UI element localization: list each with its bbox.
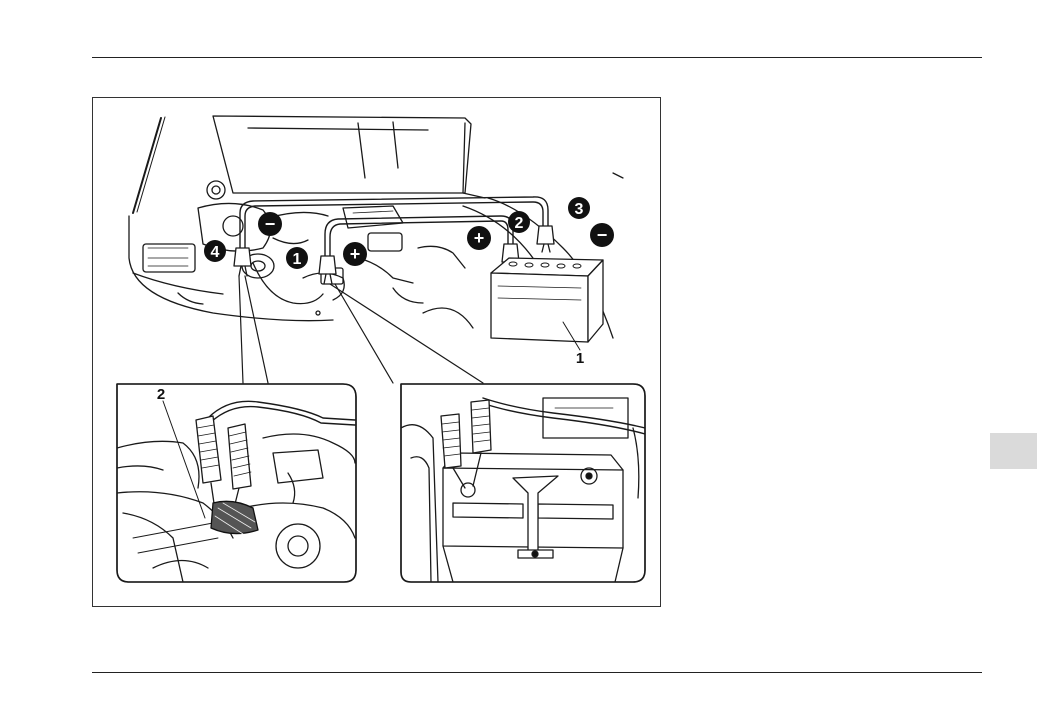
footer-rule	[92, 672, 982, 673]
step-label-3: 3	[575, 201, 584, 218]
zoom-leaders	[239, 276, 483, 383]
step-label-4: 4	[211, 244, 220, 261]
callout-ground-point: 2	[157, 386, 165, 403]
plus-label-engine: +	[350, 244, 361, 264]
step-badge-2: 2	[508, 211, 530, 233]
section-tab	[990, 433, 1037, 469]
minus-label-booster: −	[597, 225, 608, 245]
step-label-1: 1	[293, 251, 302, 268]
step-label-2: 2	[515, 215, 524, 232]
minus-symbol-booster: −	[590, 223, 614, 247]
minus-label-ground: −	[265, 214, 276, 234]
plus-symbol-booster: +	[467, 226, 491, 250]
inset-ground-point: 2	[117, 384, 356, 582]
polarity-symbols: − + + −	[258, 212, 614, 266]
minus-symbol-ground: −	[258, 212, 282, 236]
booster-battery	[491, 258, 603, 350]
inset-engine-battery	[401, 384, 645, 582]
plus-label-booster: +	[474, 228, 485, 248]
step-badge-4: 4	[204, 240, 226, 262]
header-rule	[92, 57, 982, 58]
jump-start-illustration: 1 2 3 4 − + + −	[92, 97, 661, 607]
step-badge-3: 3	[568, 197, 590, 219]
step-badge-1: 1	[286, 247, 308, 269]
callout-booster-battery: 1	[576, 350, 584, 367]
plus-symbol-engine: +	[343, 242, 367, 266]
